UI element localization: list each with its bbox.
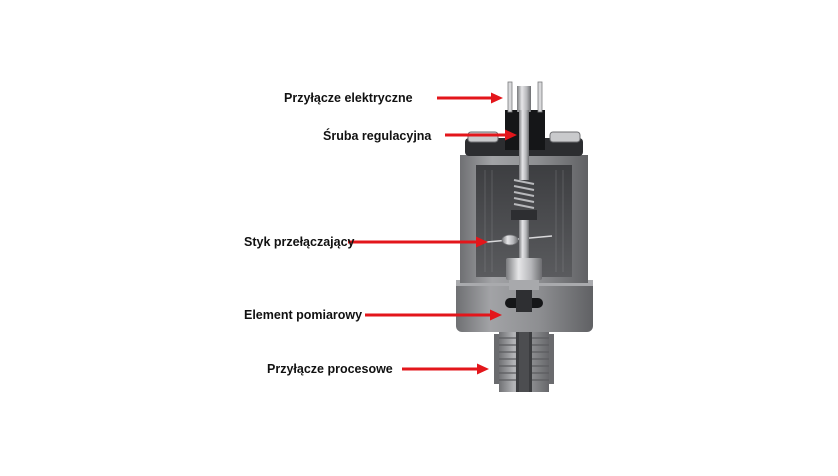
electrical-terminals xyxy=(507,81,543,113)
label-sensing-element: Element pomiarowy xyxy=(244,308,363,322)
switching-contact-part xyxy=(475,220,553,260)
label-electrical-connection: Przyłącze elektryczne xyxy=(284,91,413,105)
label-adjustment-screw: Śruba regulacyjna xyxy=(323,129,432,143)
label-process-connection: Przyłącze procesowe xyxy=(267,362,393,376)
sensing-element-part xyxy=(505,258,543,312)
arrow-sensing-element xyxy=(365,309,502,321)
arrow-switching-contact xyxy=(348,236,488,248)
arrow-electrical-connection xyxy=(437,92,503,104)
label-switching-contact: Styk przełączający xyxy=(244,235,355,249)
arrow-process-connection xyxy=(402,363,489,375)
arrow-adjustment-screw xyxy=(445,129,517,141)
label-arrows xyxy=(348,92,517,375)
adjustment-screw-part xyxy=(511,110,537,220)
